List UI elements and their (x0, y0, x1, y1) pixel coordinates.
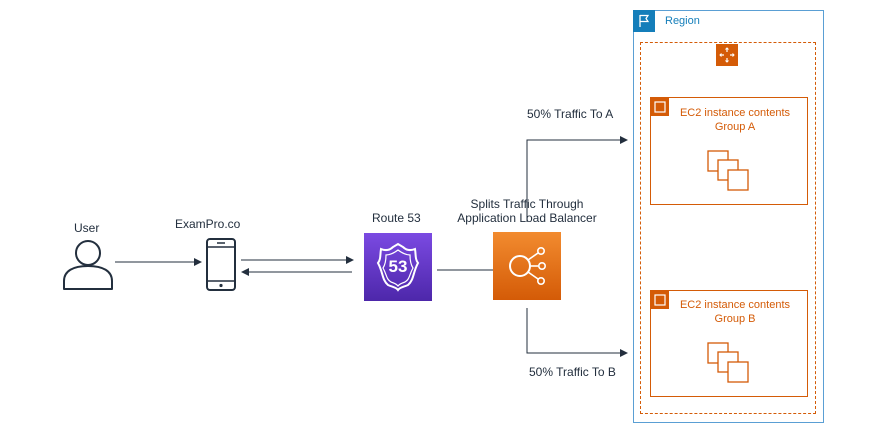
user-label: User (74, 221, 100, 235)
route53-shield-icon: 53 (364, 233, 432, 301)
ec2-group-b-line2: Group B (714, 313, 756, 325)
load-balancer-icon (493, 232, 561, 300)
auto-scaling-icon (716, 44, 738, 66)
region-label: Region (665, 15, 700, 27)
ec2-group-a-line1: EC2 instance contents (679, 107, 791, 119)
ec2-group-b-corner-icon (651, 291, 669, 309)
traffic-to-a-label: 50% Traffic To A (527, 107, 614, 121)
ec2-group-b-title: EC2 instance contents Group B (660, 298, 810, 326)
ec2-group-a-corner-icon (651, 98, 669, 116)
region-container (633, 10, 824, 423)
ec2-group-b-line1: EC2 instance contents (679, 299, 791, 311)
alb-label-line2: Application Load Balancer (457, 211, 597, 225)
ec2-group-a-title: EC2 instance contents Group A (660, 106, 810, 134)
client-label: ExamPro.co (175, 217, 241, 231)
arrow-alb-to-group-a (526, 136, 628, 222)
ec2-instances-icon (707, 150, 753, 197)
auto-scaling-group (640, 42, 816, 414)
arrow-alb-to-group-b (526, 308, 628, 357)
alb-label: Splits Traffic Through Application Load … (452, 197, 602, 225)
user-icon (61, 237, 115, 296)
route53-badge-text: 53 (388, 257, 408, 276)
alb-label-line1: Splits Traffic Through (470, 197, 584, 211)
route53-label: Route 53 (372, 211, 421, 225)
ec2-group-a-line2: Group A (714, 121, 756, 133)
region-flag-icon (633, 10, 655, 32)
traffic-to-b-label: 50% Traffic To B (529, 365, 616, 379)
ec2-instances-icon (707, 342, 753, 389)
mobile-client-icon (205, 238, 237, 297)
